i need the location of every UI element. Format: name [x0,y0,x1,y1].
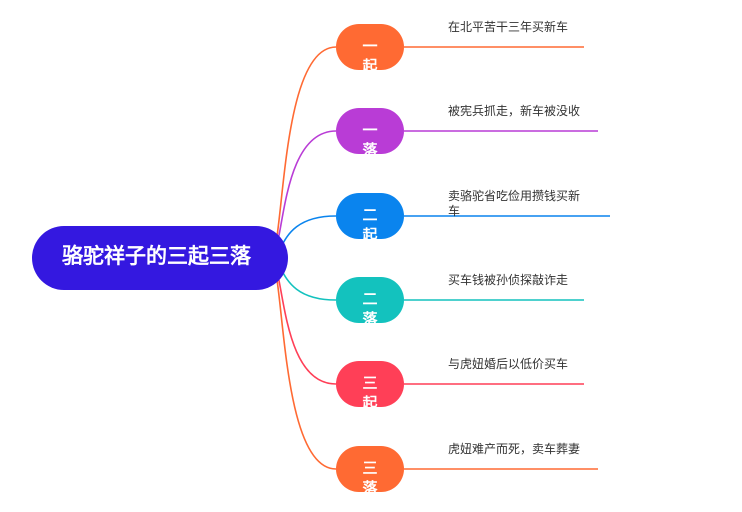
branch-node[interactable]: 三起 [336,361,404,407]
root-node[interactable]: 骆驼祥子的三起三落 [32,226,288,290]
branch-label: 二落 [362,290,378,323]
branch-label: 二起 [362,206,378,239]
branch-node[interactable]: 二落 [336,277,404,323]
branch-node[interactable]: 一起 [336,24,404,70]
leaf-node[interactable]: 与虎妞婚后以低价买车 [448,357,569,371]
branch-label: 三起 [362,374,378,407]
root-label: 骆驼祥子的三起三落 [62,244,251,268]
leaf-node[interactable]: 在北平苦干三年买新车 [448,20,569,34]
leaf-node[interactable]: 虎妞难产而死，卖车葬妻 [448,442,581,456]
branch-label: 三落 [362,459,378,492]
leaf-node[interactable]: 被宪兵抓走，新车被没收 [448,104,581,118]
leaf-node[interactable]: 买车钱被孙侦探敲诈走 [448,273,569,287]
branch-node[interactable]: 二起 [336,193,404,239]
branch-label: 一起 [362,37,378,70]
branch-label: 一落 [362,121,378,154]
leaf-node[interactable]: 卖骆驼省吃俭用攒钱买新车 [448,189,581,218]
branch-node[interactable]: 一落 [336,108,404,154]
branch-node[interactable]: 三落 [336,446,404,492]
